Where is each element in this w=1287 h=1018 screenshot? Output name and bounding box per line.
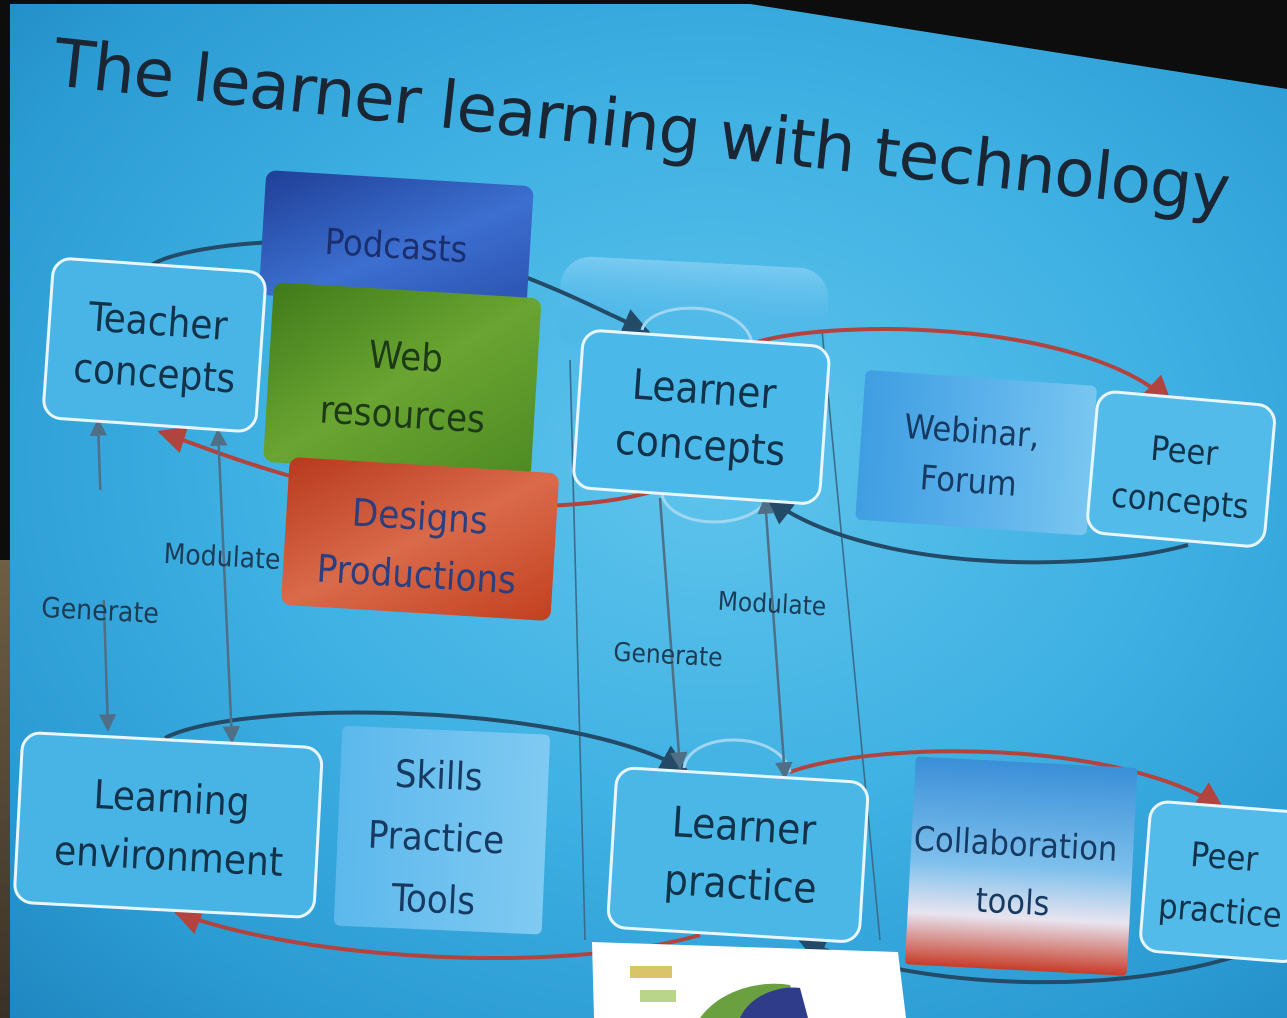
node-peer-concepts xyxy=(1086,390,1276,548)
media-podcasts xyxy=(259,170,534,311)
node-learner-concepts xyxy=(572,329,831,505)
left-generate-label: Generate xyxy=(40,591,159,630)
webinar-forum-label-line: Webinar, xyxy=(903,407,1041,456)
teacher-concepts-label-line: concepts xyxy=(72,345,237,402)
web-resources-label: Web resources xyxy=(318,332,486,441)
node-peer-practice xyxy=(1139,800,1287,963)
podcasts-label: Podcasts xyxy=(324,222,469,272)
collaboration-tools-label-line: tools xyxy=(975,881,1051,925)
left-modulate-label-line: Modulate xyxy=(163,537,281,576)
arrow-environment-to-learner-practice xyxy=(164,710,689,772)
media-webinar-forum xyxy=(855,370,1097,536)
peer-practice-label-line: Peer xyxy=(1189,835,1260,880)
media-designs-productions xyxy=(281,457,559,621)
arrow-left-modulate xyxy=(209,428,241,744)
peer-practice-label: Peer practice xyxy=(1157,835,1283,937)
learning-environment-label-line: Learning xyxy=(92,772,250,826)
webinar-forum-label-line: Forum xyxy=(919,458,1018,505)
arrow-center-generate xyxy=(658,497,688,770)
learner-concepts-top-loop xyxy=(640,306,754,343)
center-modulate-label: Modulate xyxy=(717,587,827,623)
learner-concepts-label-line: Learner xyxy=(631,360,779,419)
center-generate-label-line: Generate xyxy=(613,638,724,674)
skills-practice-tools-label-line: Skills xyxy=(394,752,484,800)
learner-concepts-label-line: concepts xyxy=(614,415,787,476)
webinar-forum-label: Webinar,Forum xyxy=(903,407,1041,505)
left-generate-label-line: Generate xyxy=(40,591,159,630)
embedded-thumbnail xyxy=(592,942,906,1018)
arrow-center-modulate xyxy=(757,496,793,780)
arrow-left-generate xyxy=(89,418,117,732)
left-modulate-label: Modulate xyxy=(163,537,281,576)
center-column-line-left xyxy=(569,359,586,941)
arrow-learner-to-peer-concepts xyxy=(747,326,1173,404)
center-modulate-label-line: Modulate xyxy=(717,587,827,623)
web-resources-label-line: resources xyxy=(318,387,486,441)
media-web-resources xyxy=(263,282,541,478)
learner-practice-label-line: Learner xyxy=(670,797,817,855)
arrow-peer-to-learner-concepts xyxy=(765,496,1189,565)
media-skills-practice-tools xyxy=(333,725,551,935)
center-generate-label: Generate xyxy=(613,638,724,674)
podcasts-label-line: Podcasts xyxy=(324,222,469,272)
skills-practice-tools-label-line: Tools xyxy=(390,876,476,924)
media-collaboration-tools xyxy=(905,756,1138,976)
teacher-concepts-label-line: Teacher xyxy=(86,294,229,350)
arrow-learner-practice-to-peer-practice xyxy=(789,749,1225,810)
learner-practice-label-line: practice xyxy=(663,855,819,913)
slide-title: The learner learning with technology xyxy=(49,24,1233,228)
peer-practice-label-line: practice xyxy=(1157,887,1283,937)
web-resources-label-line: Web xyxy=(367,332,444,380)
node-learning-environment xyxy=(13,731,324,919)
node-teacher-concepts xyxy=(42,257,267,433)
learner-practice-top-loop xyxy=(682,738,792,773)
center-column-line-right xyxy=(821,329,881,941)
designs-productions-label-line: Designs xyxy=(351,490,489,542)
peer-concepts-label-line: Peer xyxy=(1149,429,1220,475)
node-learner-practice xyxy=(606,766,870,943)
skills-practice-tools-label-line: Practice xyxy=(367,813,505,863)
